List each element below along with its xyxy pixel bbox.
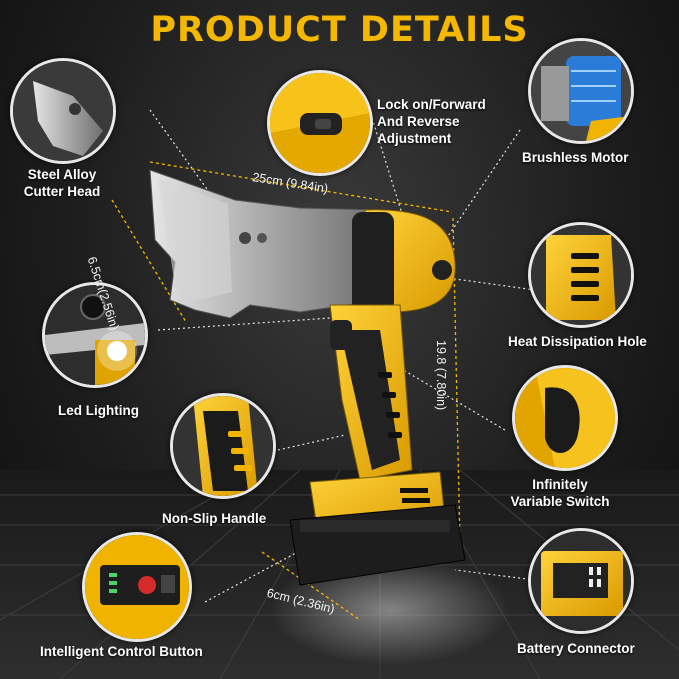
lock-on-label: Lock on/Forward And Reverse Adjustment xyxy=(377,97,486,146)
variable-switch-label: Infinitely Variable Switch xyxy=(510,477,610,509)
brushless-motor-label: Brushless Motor xyxy=(522,150,629,165)
control-button-label: Intelligent Control Button xyxy=(40,644,203,659)
handle-label: Non-Slip Handle xyxy=(162,511,267,526)
variable-switch-detail xyxy=(512,365,618,471)
cutter-head-label: Steel Alloy Cutter Head xyxy=(23,167,101,199)
battery-connector-label: Battery Connector xyxy=(517,641,635,656)
height-dimension-label: 19.8 (7.80in) xyxy=(434,340,448,411)
control-button-detail xyxy=(82,532,192,642)
battery-connector-detail xyxy=(528,528,634,634)
handle-detail xyxy=(170,393,276,499)
led-label: Led Lighting xyxy=(58,403,139,418)
heat-hole-label: Heat Dissipation Hole xyxy=(508,334,647,349)
electric-shear-tool xyxy=(149,169,466,586)
page-title: PRODUCT DETAILS xyxy=(150,10,529,50)
cutter-head-detail xyxy=(10,58,116,164)
led-light-detail xyxy=(42,282,148,388)
lock-switch-detail xyxy=(267,70,373,176)
brushless-motor-detail xyxy=(528,38,634,144)
heat-hole-detail xyxy=(528,222,634,328)
